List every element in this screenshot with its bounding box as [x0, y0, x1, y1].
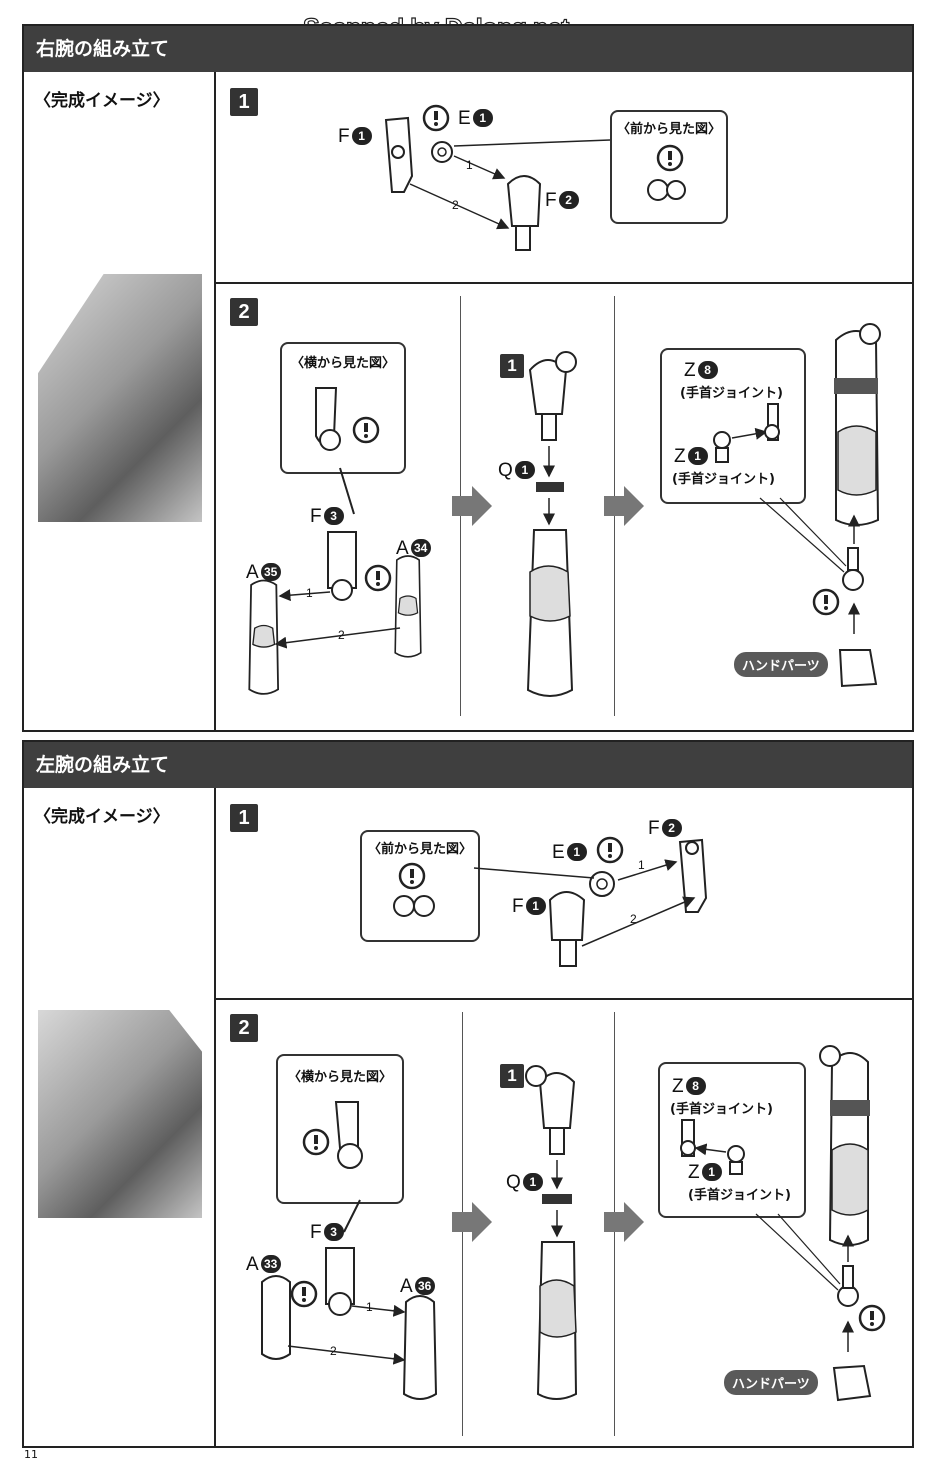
- arrow-label-1: 1: [638, 858, 645, 872]
- step2-divider-2: [614, 296, 615, 716]
- section-title: 左腕の組み立て: [36, 754, 170, 776]
- callout-title: 〈横から見た図〉: [287, 1070, 392, 1085]
- callout-title: 〈前から見た図〉: [616, 122, 721, 137]
- wrist-joint-label: (手首ジョイント): [688, 1188, 791, 1203]
- step2-divider-1: [460, 296, 461, 716]
- step-1-badge: 1: [230, 804, 258, 832]
- completion-image-label: 〈完成イメージ〉: [34, 807, 170, 827]
- arrow-label-2: 2: [330, 1344, 337, 1358]
- wrist-joint-callout: [660, 348, 806, 504]
- step-2-badge: 2: [230, 1014, 258, 1042]
- wrist-joint-label: (手首ジョイント): [670, 1102, 773, 1117]
- section-header: 左腕の組み立て: [24, 742, 912, 788]
- step2-divider-2: [614, 1012, 615, 1436]
- hand-parts-label: ハンドパーツ: [724, 1370, 818, 1395]
- completion-photo: [38, 1010, 202, 1218]
- column-divider: [214, 788, 216, 1446]
- wrist-joint-label: (手首ジョイント): [672, 472, 775, 487]
- arrow-label-1: 1: [366, 1300, 373, 1314]
- side-view-callout: 〈横から見た図〉: [280, 342, 406, 474]
- step-1-badge: 1: [230, 88, 258, 116]
- page-number: 11: [24, 1448, 38, 1461]
- front-view-callout: 〈前から見た図〉: [360, 830, 480, 942]
- arrow-label-2: 2: [452, 198, 459, 212]
- step-divider: [214, 282, 912, 284]
- substep-1-badge: 1: [500, 354, 524, 378]
- callout-title: 〈横から見た図〉: [290, 356, 395, 371]
- completion-image-label: 〈完成イメージ〉: [34, 91, 170, 111]
- section-title: 右腕の組み立て: [36, 38, 170, 60]
- step2-divider-1: [462, 1012, 463, 1436]
- callout-title: 〈前から見た図〉: [367, 842, 472, 857]
- section-header: 右腕の組み立て: [24, 26, 912, 72]
- hand-parts-label: ハンドパーツ: [734, 652, 828, 677]
- wrist-joint-label: (手首ジョイント): [680, 386, 783, 401]
- front-view-callout: 〈前から見た図〉: [610, 110, 728, 224]
- arrow-label-1: 1: [466, 158, 473, 172]
- side-view-callout: 〈横から見た図〉: [276, 1054, 404, 1204]
- arrow-label-2: 2: [338, 628, 345, 642]
- completion-photo: [38, 274, 202, 522]
- step-divider: [214, 998, 912, 1000]
- arrow-label-1: 1: [306, 586, 313, 600]
- substep-1-badge: 1: [500, 1064, 524, 1088]
- arrow-label-2: 2: [630, 912, 637, 926]
- step-2-badge: 2: [230, 298, 258, 326]
- column-divider: [214, 72, 216, 730]
